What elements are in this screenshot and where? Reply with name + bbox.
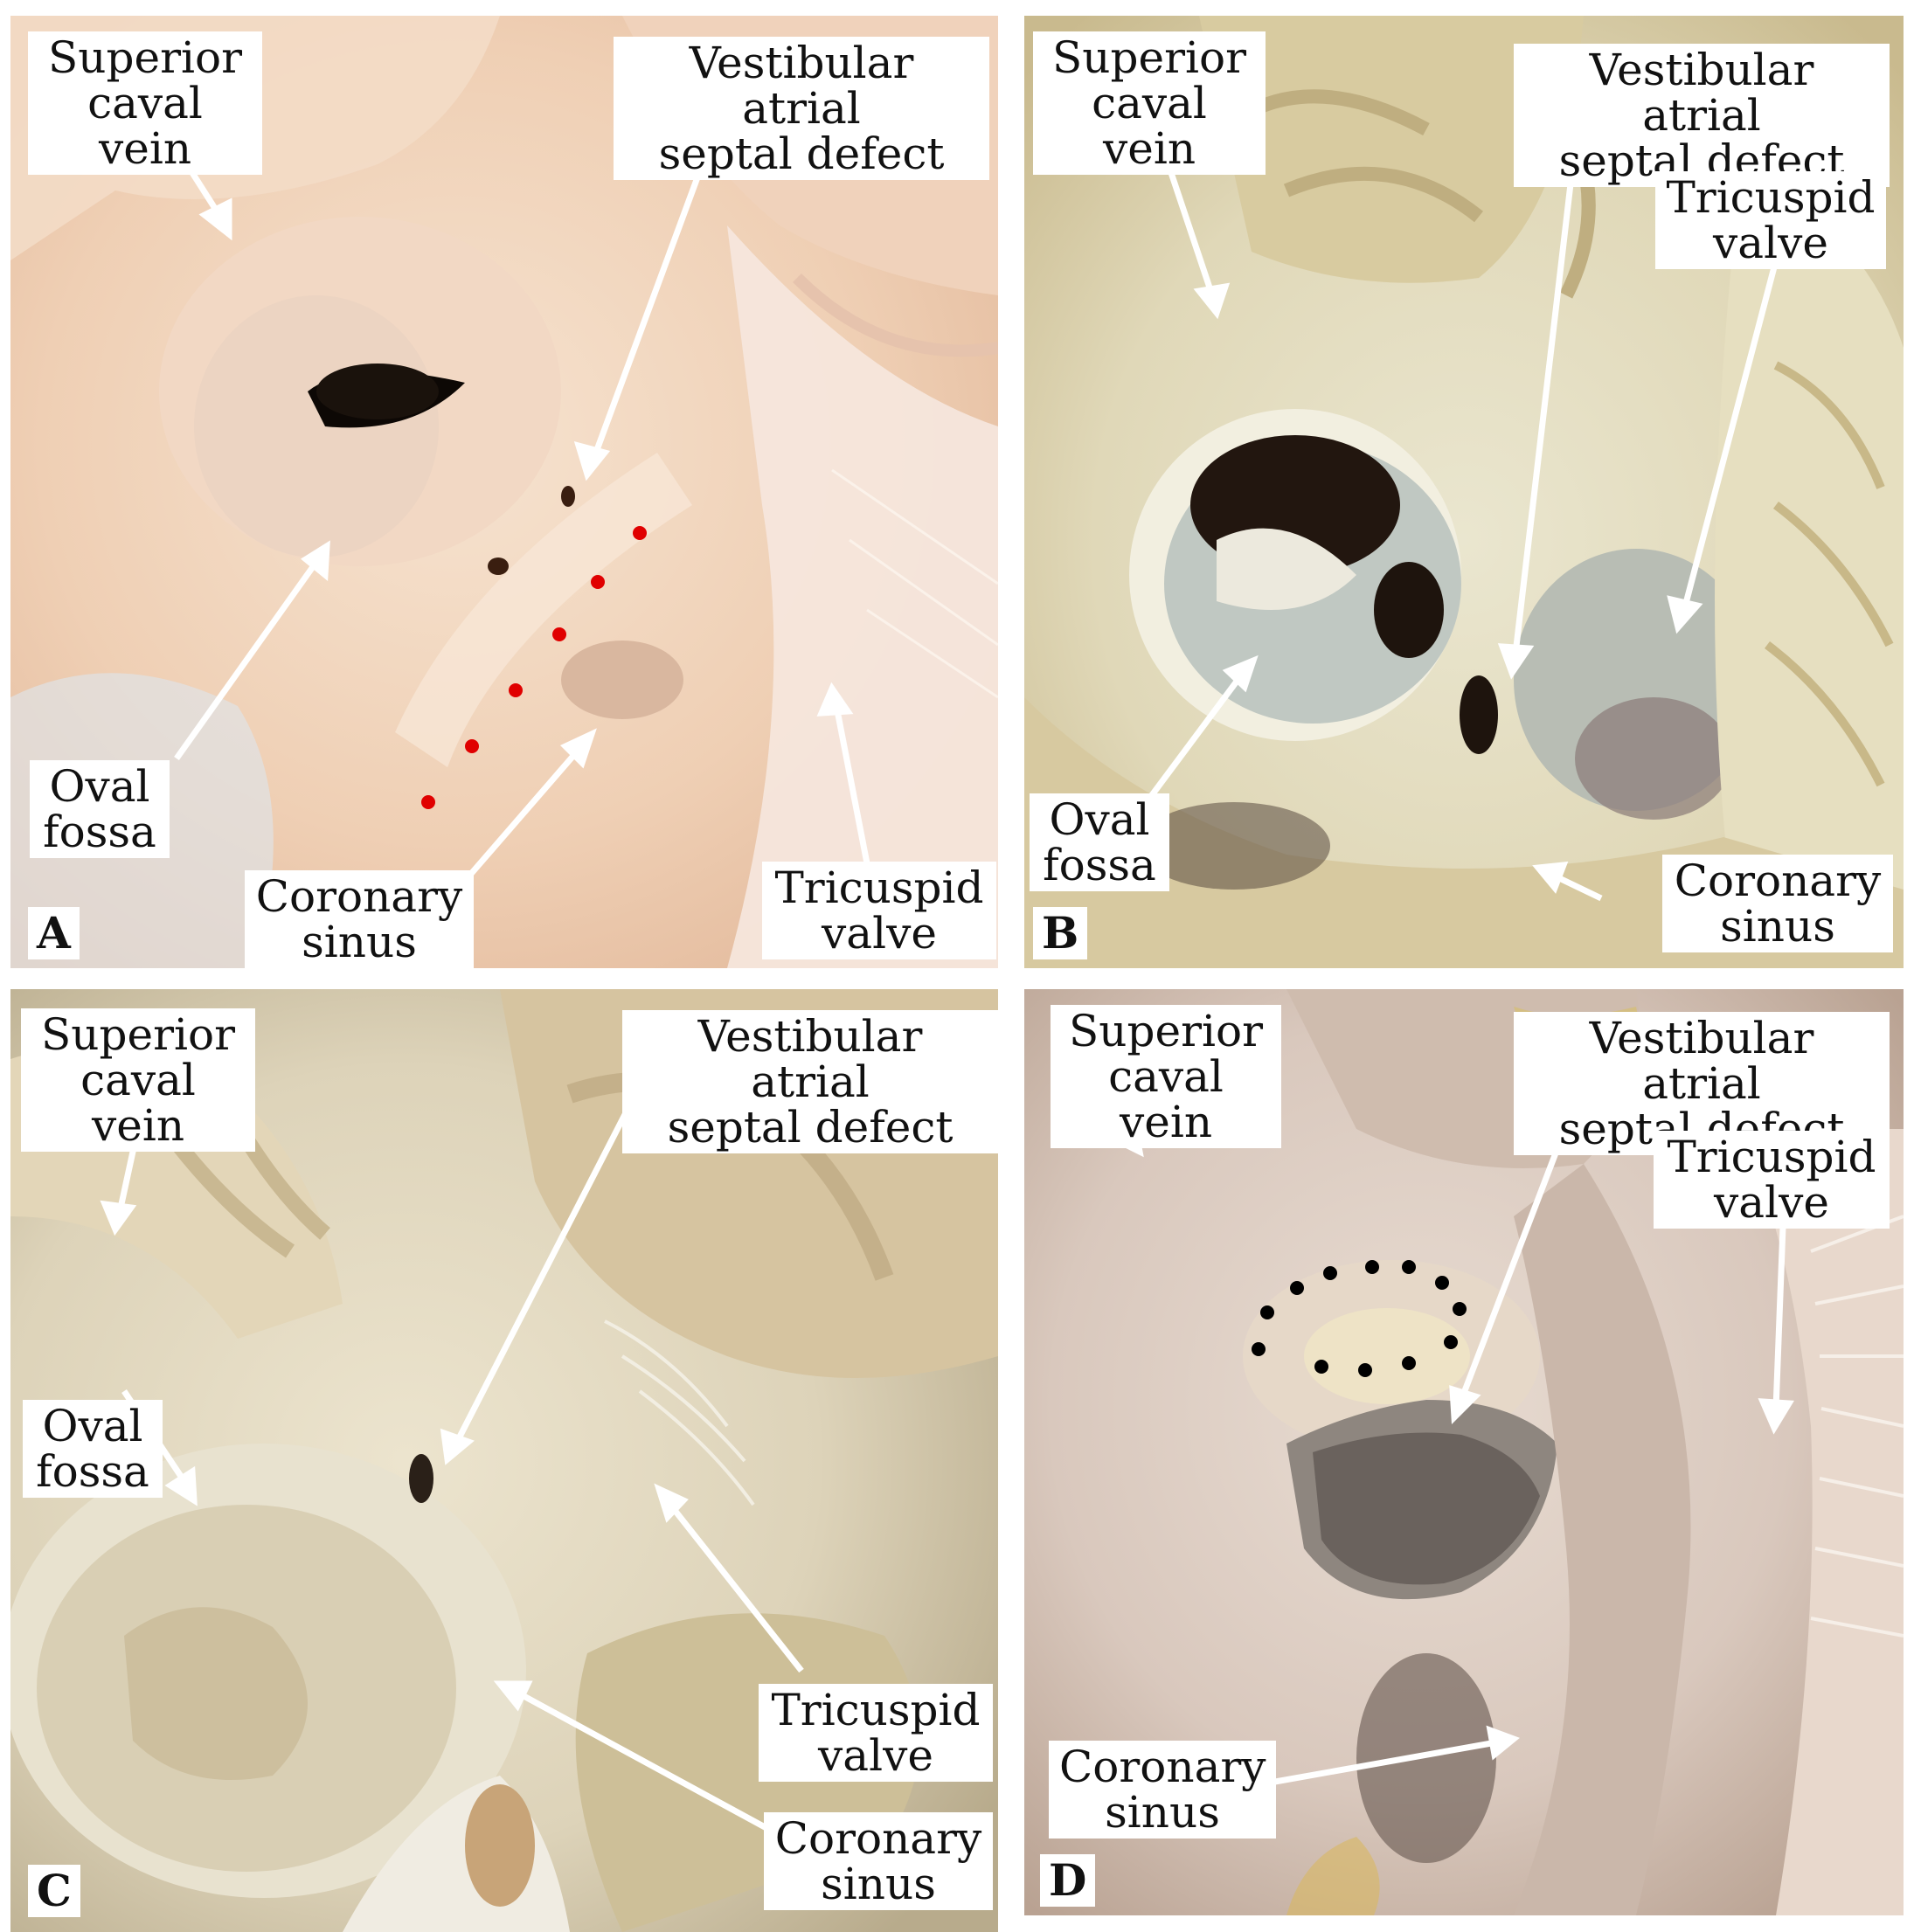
panel-d: Superior caval vein Vestibular atrial se… [1024,989,1904,1915]
label-vestibular-atrial-septal-defect: Vestibular atrial septal defect [614,37,989,180]
label-oval-fossa: Oval fossa [30,760,170,858]
label-tricuspid-valve: Tricuspid valve [1654,1131,1890,1229]
label-oval-fossa: Oval fossa [23,1400,163,1498]
panel-letter-c: C [28,1865,80,1917]
label-superior-caval-vein: Superior caval vein [21,1008,255,1152]
label-coronary-sinus: Coronary sinus [764,1812,993,1910]
label-superior-caval-vein: Superior caval vein [1033,31,1266,175]
panel-letter-d: D [1040,1854,1096,1907]
label-vestibular-atrial-septal-defect: Vestibular atrial septal defect [1514,44,1890,187]
panel-c: Superior caval vein Vestibular atrial se… [10,989,998,1932]
label-coronary-sinus: Coronary sinus [1049,1741,1276,1839]
label-superior-caval-vein: Superior caval vein [28,31,262,175]
panel-letter-a: A [28,907,80,959]
panel-letter-b: B [1033,907,1088,959]
label-vestibular-atrial-septal-defect: Vestibular atrial septal defect [622,1010,998,1153]
label-coronary-sinus: Coronary sinus [1662,855,1893,952]
label-coronary-sinus: Coronary sinus [245,870,474,968]
label-oval-fossa: Oval fossa [1030,793,1169,891]
label-superior-caval-vein: Superior caval vein [1051,1005,1281,1148]
label-tricuspid-valve: Tricuspid valve [1655,171,1886,269]
label-tricuspid-valve: Tricuspid valve [759,1684,993,1782]
panel-a: Superior caval vein Vestibular atrial se… [10,16,998,968]
label-tricuspid-valve: Tricuspid valve [762,862,996,959]
panel-b: Superior caval vein Vestibular atrial se… [1024,16,1904,968]
